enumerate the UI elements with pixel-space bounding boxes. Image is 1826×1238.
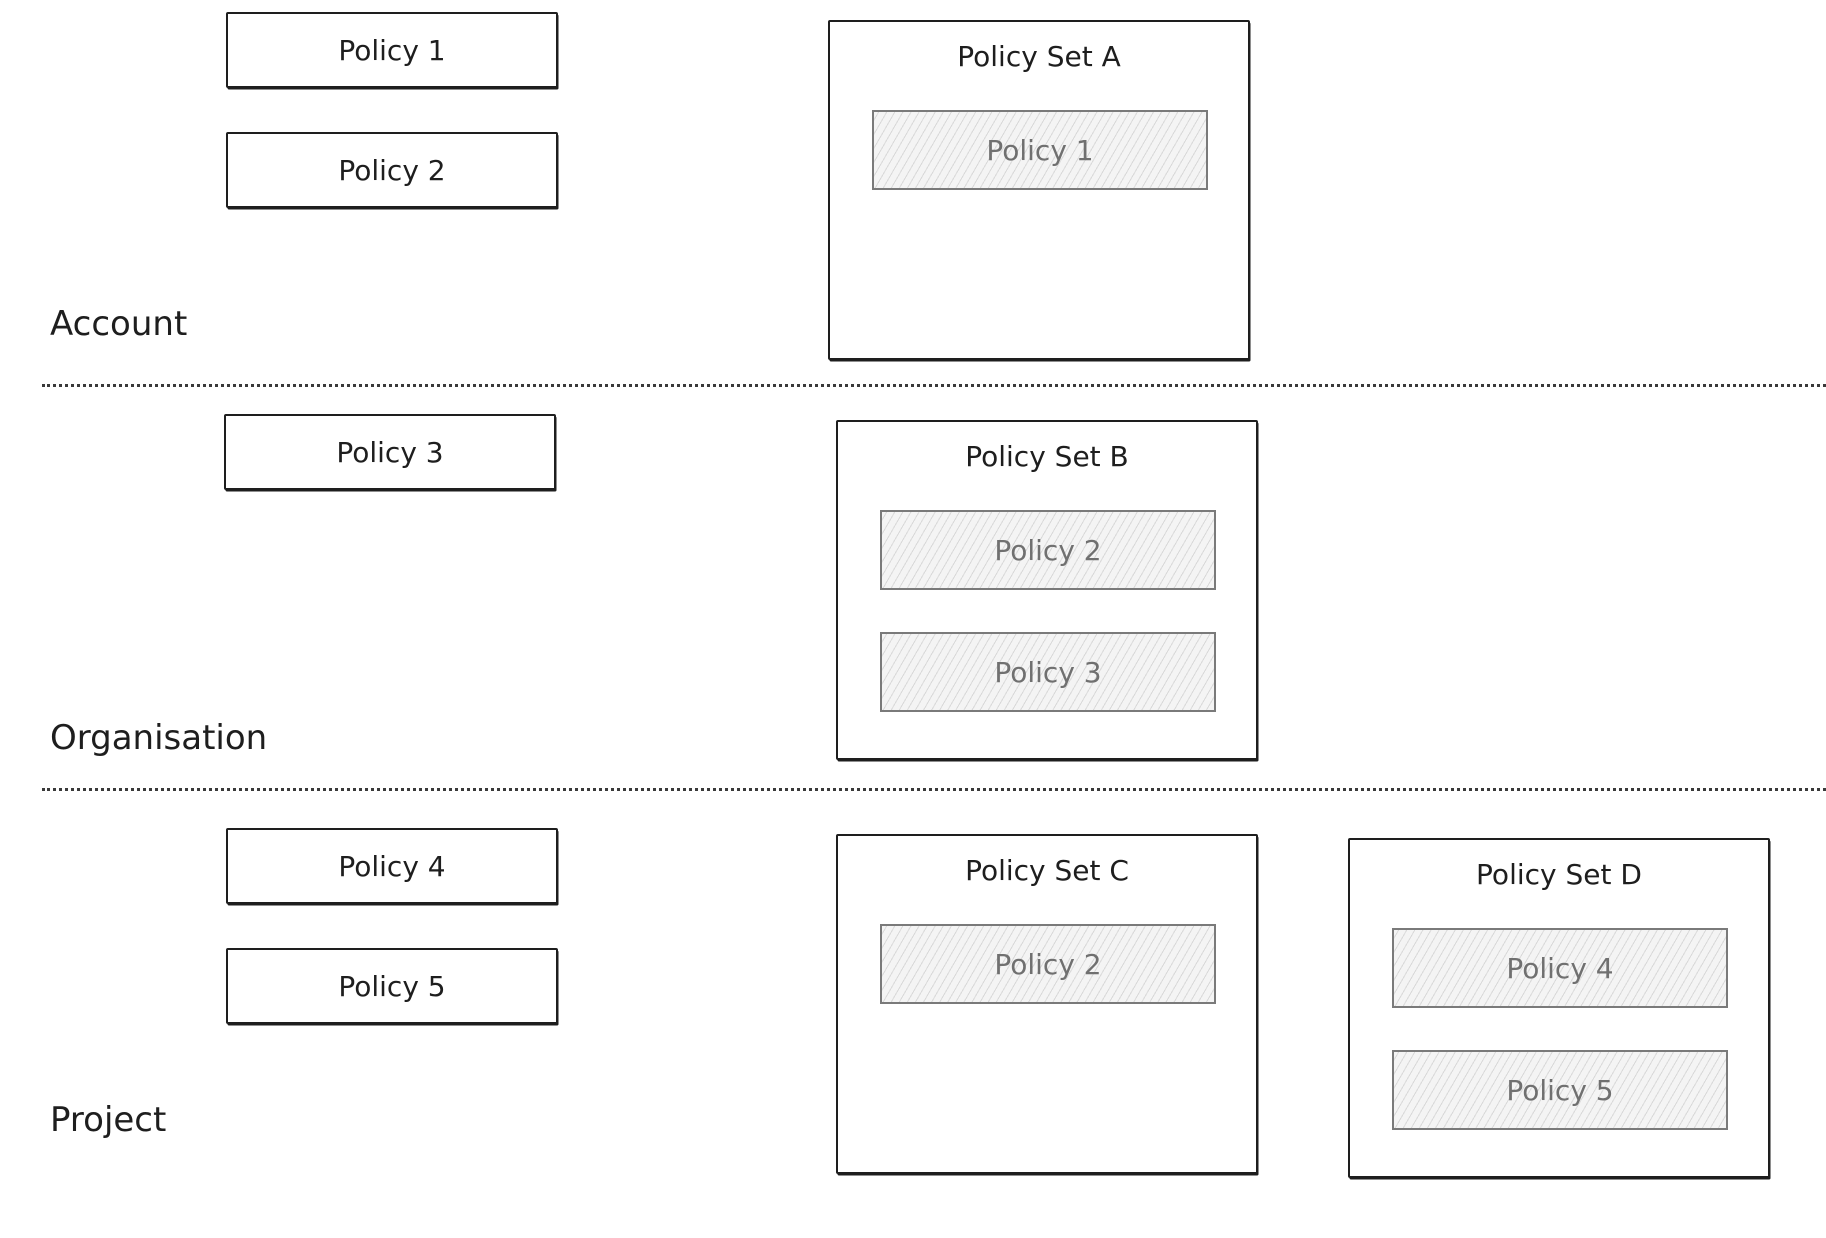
- policy-box[interactable]: Policy 2: [226, 132, 558, 208]
- policy-set-member[interactable]: Policy 4: [1392, 928, 1728, 1008]
- policy-set-box[interactable]: Policy Set D Policy 4 Policy 5: [1348, 838, 1770, 1178]
- policy-set-title: Policy Set D: [1476, 858, 1642, 891]
- policy-set-title: Policy Set A: [957, 40, 1121, 73]
- policy-set-member[interactable]: Policy 5: [1392, 1050, 1728, 1130]
- policy-set-title: Policy Set C: [965, 854, 1129, 887]
- tier-label-organisation: Organisation: [50, 718, 268, 758]
- policy-box[interactable]: Policy 4: [226, 828, 558, 904]
- policy-set-member[interactable]: Policy 1: [872, 110, 1208, 190]
- policy-set-member[interactable]: Policy 3: [880, 632, 1216, 712]
- policy-box[interactable]: Policy 3: [224, 414, 556, 490]
- tier-divider-account-organisation: [42, 384, 1826, 387]
- policy-set-member[interactable]: Policy 2: [880, 924, 1216, 1004]
- policy-set-box[interactable]: Policy Set B Policy 2 Policy 3: [836, 420, 1258, 760]
- policy-set-box[interactable]: Policy Set A Policy 1: [828, 20, 1250, 360]
- tier-label-project: Project: [50, 1100, 167, 1140]
- tier-divider-organisation-project: [42, 788, 1826, 791]
- policy-set-box[interactable]: Policy Set C Policy 2: [836, 834, 1258, 1174]
- policy-box[interactable]: Policy 5: [226, 948, 558, 1024]
- policy-set-title: Policy Set B: [965, 440, 1129, 473]
- tier-label-account: Account: [50, 304, 188, 344]
- policy-box[interactable]: Policy 1: [226, 12, 558, 88]
- policy-set-member[interactable]: Policy 2: [880, 510, 1216, 590]
